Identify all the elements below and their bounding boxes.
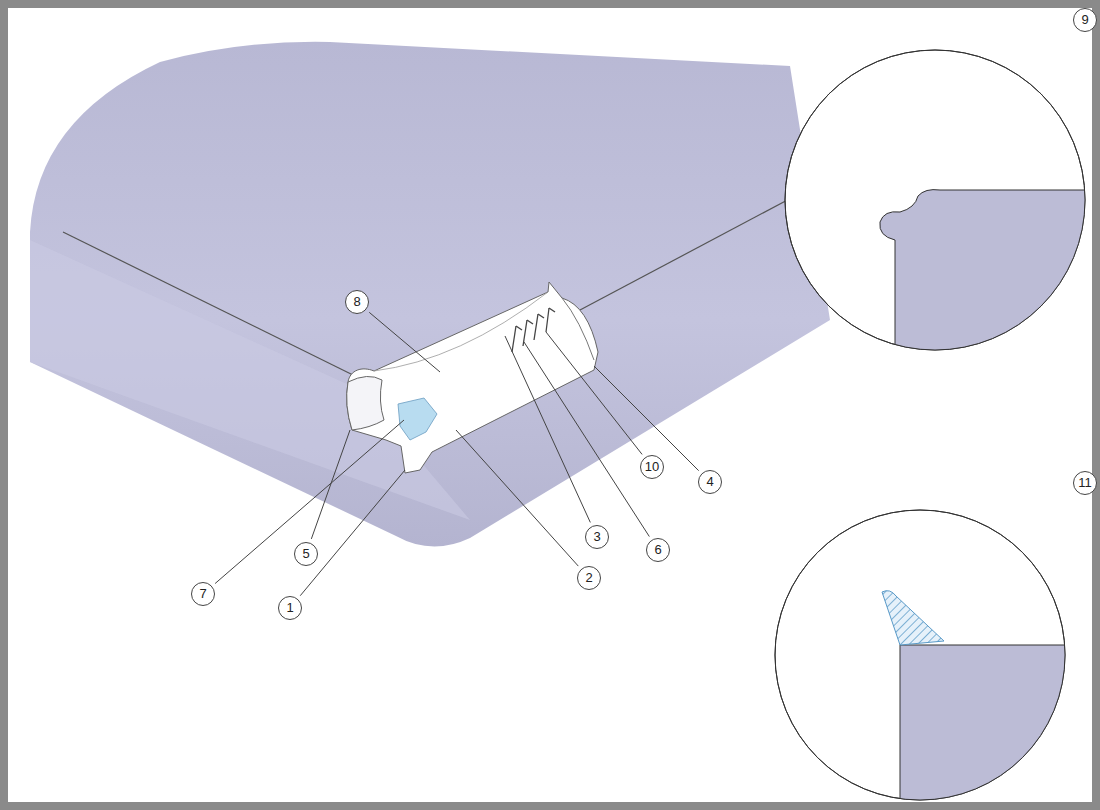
- leader-line: [300, 470, 405, 596]
- cracks: [512, 308, 555, 352]
- callout-number: 4: [698, 470, 722, 494]
- base-plate: [30, 42, 830, 547]
- undercut-section: [880, 190, 1095, 360]
- joint-edge: [63, 232, 355, 376]
- callout-number: 6: [646, 538, 670, 562]
- leader-line: [369, 312, 440, 372]
- leader-line: [505, 336, 590, 522]
- leader-line: [524, 342, 649, 537]
- callout-number: 3: [585, 525, 609, 549]
- porosity-patch: [398, 398, 437, 440]
- callout-number: 1: [278, 596, 302, 620]
- weld-bead: [347, 282, 598, 473]
- bead-end: [562, 298, 594, 360]
- bead-ridge: [374, 292, 548, 371]
- callout-number: 10: [640, 455, 664, 479]
- callout-number: 9: [1073, 8, 1097, 32]
- leader-line: [215, 420, 404, 584]
- bead-end: [347, 376, 384, 430]
- leader-line: [456, 430, 578, 566]
- callout-number: 5: [294, 542, 318, 566]
- leader-line: [546, 332, 642, 454]
- callout-number: 7: [191, 582, 215, 606]
- callout-number: 11: [1073, 471, 1097, 495]
- callout-number: 8: [345, 290, 369, 314]
- plate-section: [900, 645, 1100, 810]
- joint-edge: [580, 196, 795, 310]
- leader-line: [311, 430, 350, 539]
- weld-spatter-section: [882, 591, 944, 645]
- callout-number: 2: [577, 566, 601, 590]
